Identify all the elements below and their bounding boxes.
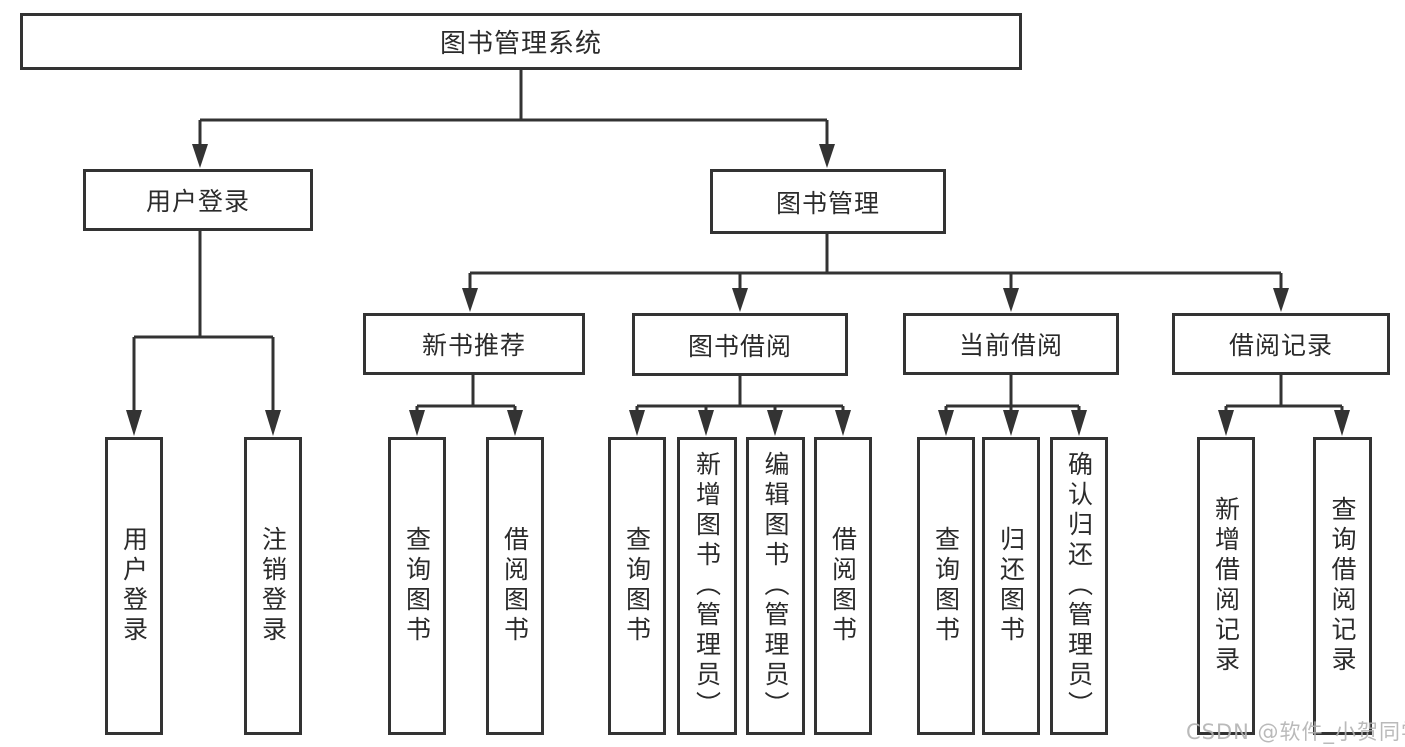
arrowhead (409, 410, 425, 436)
leaf-label: 新增借阅记录 (1211, 496, 1241, 676)
branch-root (192, 70, 835, 168)
arrowhead (1273, 288, 1289, 312)
branch-book-management (462, 234, 1289, 312)
leaf-label: 查询图书 (402, 526, 432, 646)
leaf-confirm-return-admin: 确认归还（管理员） (1050, 437, 1108, 735)
node-borrow-records: 借阅记录 (1172, 313, 1390, 375)
arrowhead (462, 288, 478, 312)
leaf-borrow-books-recommend: 借阅图书 (486, 437, 544, 735)
leaf-label: 查询借阅记录 (1328, 496, 1357, 676)
leaf-user-login: 用户登录 (105, 437, 163, 735)
arrowhead (1003, 288, 1019, 312)
arrowhead (819, 144, 835, 168)
leaf-label: 借阅图书 (828, 526, 858, 646)
leaf-return-book: 归还图书 (982, 437, 1040, 735)
branch-new-book-recommend (409, 375, 523, 436)
leaf-label: 归还图书 (996, 526, 1026, 646)
leaf-query-books-recommend: 查询图书 (388, 437, 446, 735)
leaf-label: 查询图书 (622, 526, 652, 646)
branch-book-borrow (629, 375, 851, 436)
leaf-label: 查询图书 (931, 526, 961, 646)
leaf-add-borrow-record: 新增借阅记录 (1197, 437, 1255, 735)
leaf-query-books-current: 查询图书 (917, 437, 975, 735)
leaf-borrow-books: 借阅图书 (814, 437, 872, 735)
node-book-management: 图书管理 (710, 169, 946, 234)
arrowhead (767, 410, 783, 436)
arrowhead (732, 288, 748, 312)
branch-borrow-records (1218, 375, 1350, 436)
leaf-label: 新增图书（管理员） (692, 451, 722, 721)
arrowhead (265, 410, 281, 436)
arrowhead (629, 410, 645, 436)
leaf-label: 借阅图书 (500, 526, 530, 646)
node-new-book-recommend: 新书推荐 (363, 313, 585, 375)
leaf-label: 用户登录 (119, 526, 149, 646)
node-current-borrow: 当前借阅 (903, 313, 1119, 375)
branch-user-login (126, 231, 281, 436)
leaf-query-borrow-record: 查询借阅记录 (1313, 437, 1372, 735)
node-book-borrow: 图书借阅 (632, 313, 848, 376)
arrowhead (835, 410, 851, 436)
arrowhead (1218, 410, 1234, 436)
node-library-management-system: 图书管理系统 (20, 13, 1022, 70)
arrowhead (698, 410, 714, 436)
leaf-add-book-admin: 新增图书（管理员） (677, 437, 737, 735)
leaf-logout: 注销登录 (244, 437, 302, 735)
arrowhead (1003, 410, 1019, 436)
leaf-label: 编辑图书（管理员） (761, 451, 790, 721)
leaf-label: 注销登录 (258, 526, 288, 646)
arrowhead (192, 144, 208, 168)
arrowhead (938, 410, 954, 436)
arrowhead (1334, 410, 1350, 436)
arrowhead (507, 410, 523, 436)
arrowhead (1071, 410, 1087, 436)
arrowhead (126, 410, 142, 436)
csdn-watermark: CSDN @软件_小贺同学 (1186, 720, 1405, 744)
node-user-login: 用户登录 (83, 169, 313, 231)
branch-current-borrow (938, 374, 1087, 436)
leaf-label: 确认归还（管理员） (1064, 451, 1094, 721)
leaf-edit-book-admin: 编辑图书（管理员） (746, 437, 805, 735)
leaf-query-books-borrow: 查询图书 (608, 437, 666, 735)
